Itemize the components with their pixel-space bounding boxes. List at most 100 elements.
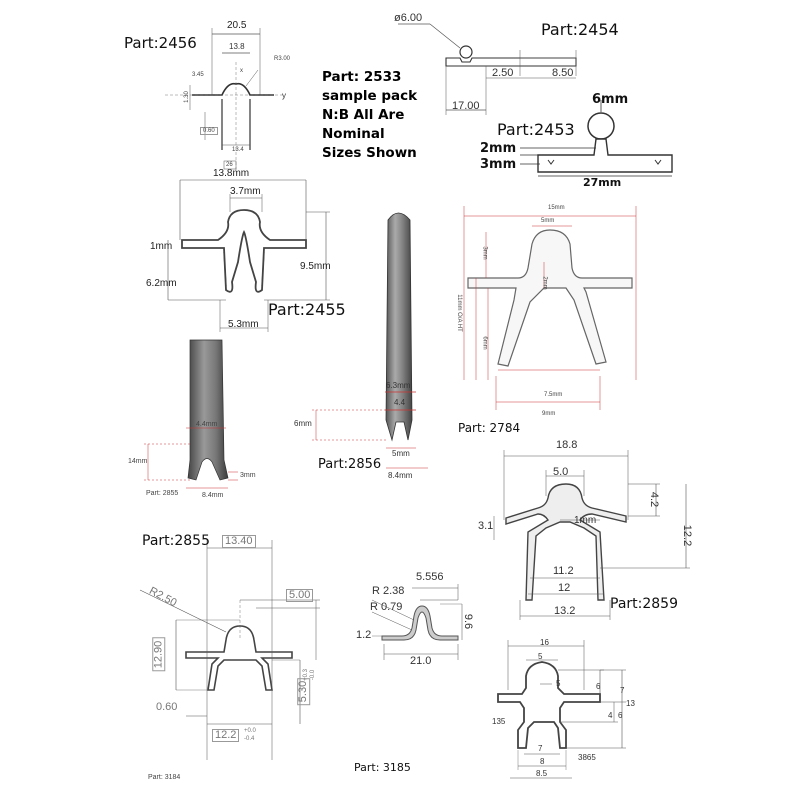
part-label-2455: Part:2455 [268, 300, 346, 319]
dim-2453: 3mm [480, 157, 517, 172]
dim-2855-photo: 3mm [240, 472, 256, 479]
part-3185-drawing [371, 584, 463, 660]
dim-2456: 20.5 [227, 20, 247, 31]
dim-2456: 1.30 [183, 91, 190, 103]
dim-2855: 5.00 [286, 589, 314, 602]
dim-2456: 3.45 [192, 72, 204, 78]
axis-x-label: x [240, 68, 243, 74]
part-2855-photo-drawing [144, 339, 238, 489]
dim-3865: 5 [538, 652, 543, 661]
dim-2855-photo: 8.4mm [202, 492, 224, 499]
dim-3185: 21.0 [410, 655, 432, 667]
dim-2855-tolerance: +0.3 [302, 669, 309, 681]
dim-2455: 5.3mm [228, 319, 259, 330]
dim-2453: 6mm [592, 92, 629, 107]
dim-2455: 3.7mm [230, 186, 261, 197]
dim-3865: 16 [540, 638, 549, 647]
dim-2855: 13.40 [222, 535, 256, 548]
dim-2456: R3.00 [274, 56, 291, 62]
dim-2859: 13.2 [554, 605, 576, 617]
part-label-3184: Part: 3184 [148, 774, 181, 781]
dim-2856: 6mm [294, 419, 312, 428]
dim-2455: 9.5mm [300, 261, 331, 272]
dim-3865: 8 [540, 757, 545, 766]
dim-3865: 6 [596, 682, 601, 691]
dim-2455: 6.2mm [146, 278, 177, 289]
dim-2859: 12.2 [681, 524, 694, 547]
dim-2855: 12.2 [212, 729, 240, 742]
part-2455-drawing [167, 179, 330, 332]
part-label-2856: Part:2856 [318, 457, 382, 472]
dim-3865: 13 [626, 699, 635, 708]
dim-2855-tolerance: +0.0 [244, 728, 256, 734]
dim-2855-photo: 14mm [128, 458, 148, 465]
part-label-2859: Part:2859 [610, 596, 678, 612]
part-2856-drawing [312, 212, 428, 469]
dim-3865: 4 [608, 711, 613, 720]
dim-2855: 0.60 [156, 701, 178, 713]
dim-2859: 11.2 [553, 565, 574, 577]
dim-3185: 1.2 [356, 629, 372, 641]
dim-2855: 5.30 [297, 677, 311, 706]
part-2859-drawing [493, 450, 690, 620]
note-line: Sizes Shown [322, 145, 417, 161]
note-line: sample pack [322, 88, 418, 104]
dim-2784: 3mm [481, 246, 488, 260]
dim-2453: 2mm [480, 141, 517, 156]
dim-2456: 13.4 [232, 147, 244, 153]
dim-2456: 13.8 [229, 42, 245, 51]
dim-3185: 9.6 [462, 613, 475, 630]
dim-2859: 5.0 [553, 466, 569, 478]
dim-3865: 8.5 [536, 769, 548, 778]
note-line: Part: 2533 [322, 69, 402, 85]
dim-2784: 6mm [481, 336, 488, 350]
dim-3865: 5 [556, 679, 561, 688]
dim-3865: 7 [620, 686, 625, 695]
part-label-2456: Part:2456 [124, 34, 197, 52]
dim-2456: 26 [226, 162, 233, 168]
note-line: Nominal [322, 126, 385, 142]
dim-3185: R 2.38 [372, 585, 405, 597]
dim-2859: 3.1 [478, 520, 494, 532]
dim-3865: 135 [492, 717, 506, 726]
note-line: N:B All Are [322, 107, 405, 123]
dim-2784: 11mm O/A HT [455, 294, 462, 332]
dim-3185: 5.556 [416, 571, 444, 583]
dim-3865: 7 [538, 744, 543, 753]
part-2784-drawing [463, 206, 637, 410]
dim-2856: 4.4 [394, 398, 406, 407]
dim-2454: 8.50 [552, 67, 574, 79]
dim-3185: R 0.79 [370, 601, 403, 613]
dim-2784: 7.5mm [544, 392, 563, 398]
dim-2784: 15mm [548, 205, 565, 211]
dim-2856: 8.4mm [388, 471, 413, 480]
part-label-3185: Part: 3185 [354, 761, 411, 774]
part-label-2784: Part: 2784 [458, 421, 521, 435]
dim-2454: 2.50 [492, 67, 514, 79]
part-label-2855: Part:2855 [142, 533, 210, 549]
dim-2454: ø6.00 [394, 12, 423, 24]
dim-2855: 12.90 [152, 637, 166, 672]
dim-2456: 0.60 [200, 127, 218, 135]
dim-2784: 5mm [541, 218, 555, 224]
dim-2784: 2mm [541, 276, 548, 290]
dim-2455: 13.8mm [213, 168, 250, 179]
dim-2855-photo: 4.4mm [196, 421, 218, 428]
dim-2855-tolerance: -0.4 [244, 736, 255, 742]
dim-2859: 18.8 [556, 439, 578, 451]
dim-3865: 6 [618, 711, 623, 720]
dim-2455: 1mm [150, 241, 173, 252]
part-2855-drawing [139, 540, 320, 760]
part-2453-drawing [520, 100, 673, 177]
dim-2856: 6.3mm [386, 381, 411, 390]
dim-2859: 4.2 [648, 491, 661, 508]
part-label-2855-photo: Part: 2855 [146, 490, 179, 497]
dim-2859: 1mm [574, 515, 597, 526]
part-label-3865: 3865 [578, 753, 596, 762]
dim-2454: 17.00 [452, 100, 480, 112]
part-2454-drawing [398, 23, 577, 115]
part-label-2454: Part:2454 [541, 20, 619, 39]
part-3865-drawing [497, 640, 626, 779]
